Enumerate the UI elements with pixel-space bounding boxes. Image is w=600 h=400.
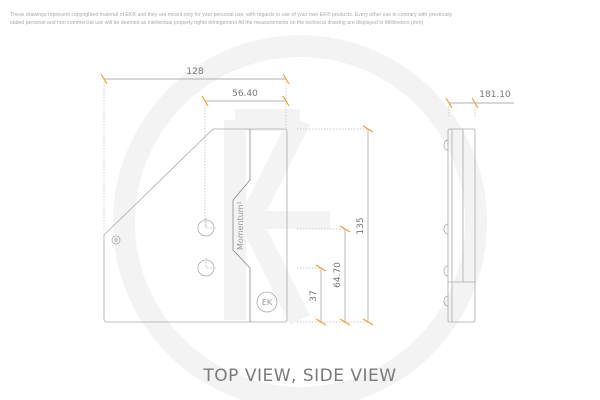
- dimension-ticks: [100, 73, 479, 326]
- screw-icon: [111, 235, 121, 245]
- dim-height-mid: 64.70: [333, 262, 343, 288]
- ek-logo-text: EK: [262, 298, 273, 307]
- top-view-inner-profile: [232, 129, 251, 322]
- top-view-outline: [103, 128, 288, 323]
- dimension-lines: [103, 78, 514, 323]
- dim-width-total: 128: [186, 67, 203, 77]
- copyright-disclaimer: These drawings represent copyrighted mat…: [10, 11, 595, 27]
- view-caption: TOP VIEW, SIDE VIEW: [203, 366, 397, 386]
- dim-width-partial: 56.40: [232, 89, 258, 99]
- top-view: [103, 128, 288, 323]
- dim-side: 181.10: [479, 90, 511, 100]
- ek-logo-icon: [256, 291, 278, 313]
- dim-height-low: 37: [309, 290, 319, 301]
- disclaimer-line-2: stated personal and non commercial use w…: [10, 20, 424, 26]
- dim-height-total: 135: [356, 217, 366, 234]
- side-view: [443, 128, 476, 323]
- product-label: Momentum²: [236, 201, 245, 250]
- disclaimer-line-1: These drawings represent copyrighted mat…: [10, 12, 453, 18]
- ek-watermark: [113, 35, 487, 400]
